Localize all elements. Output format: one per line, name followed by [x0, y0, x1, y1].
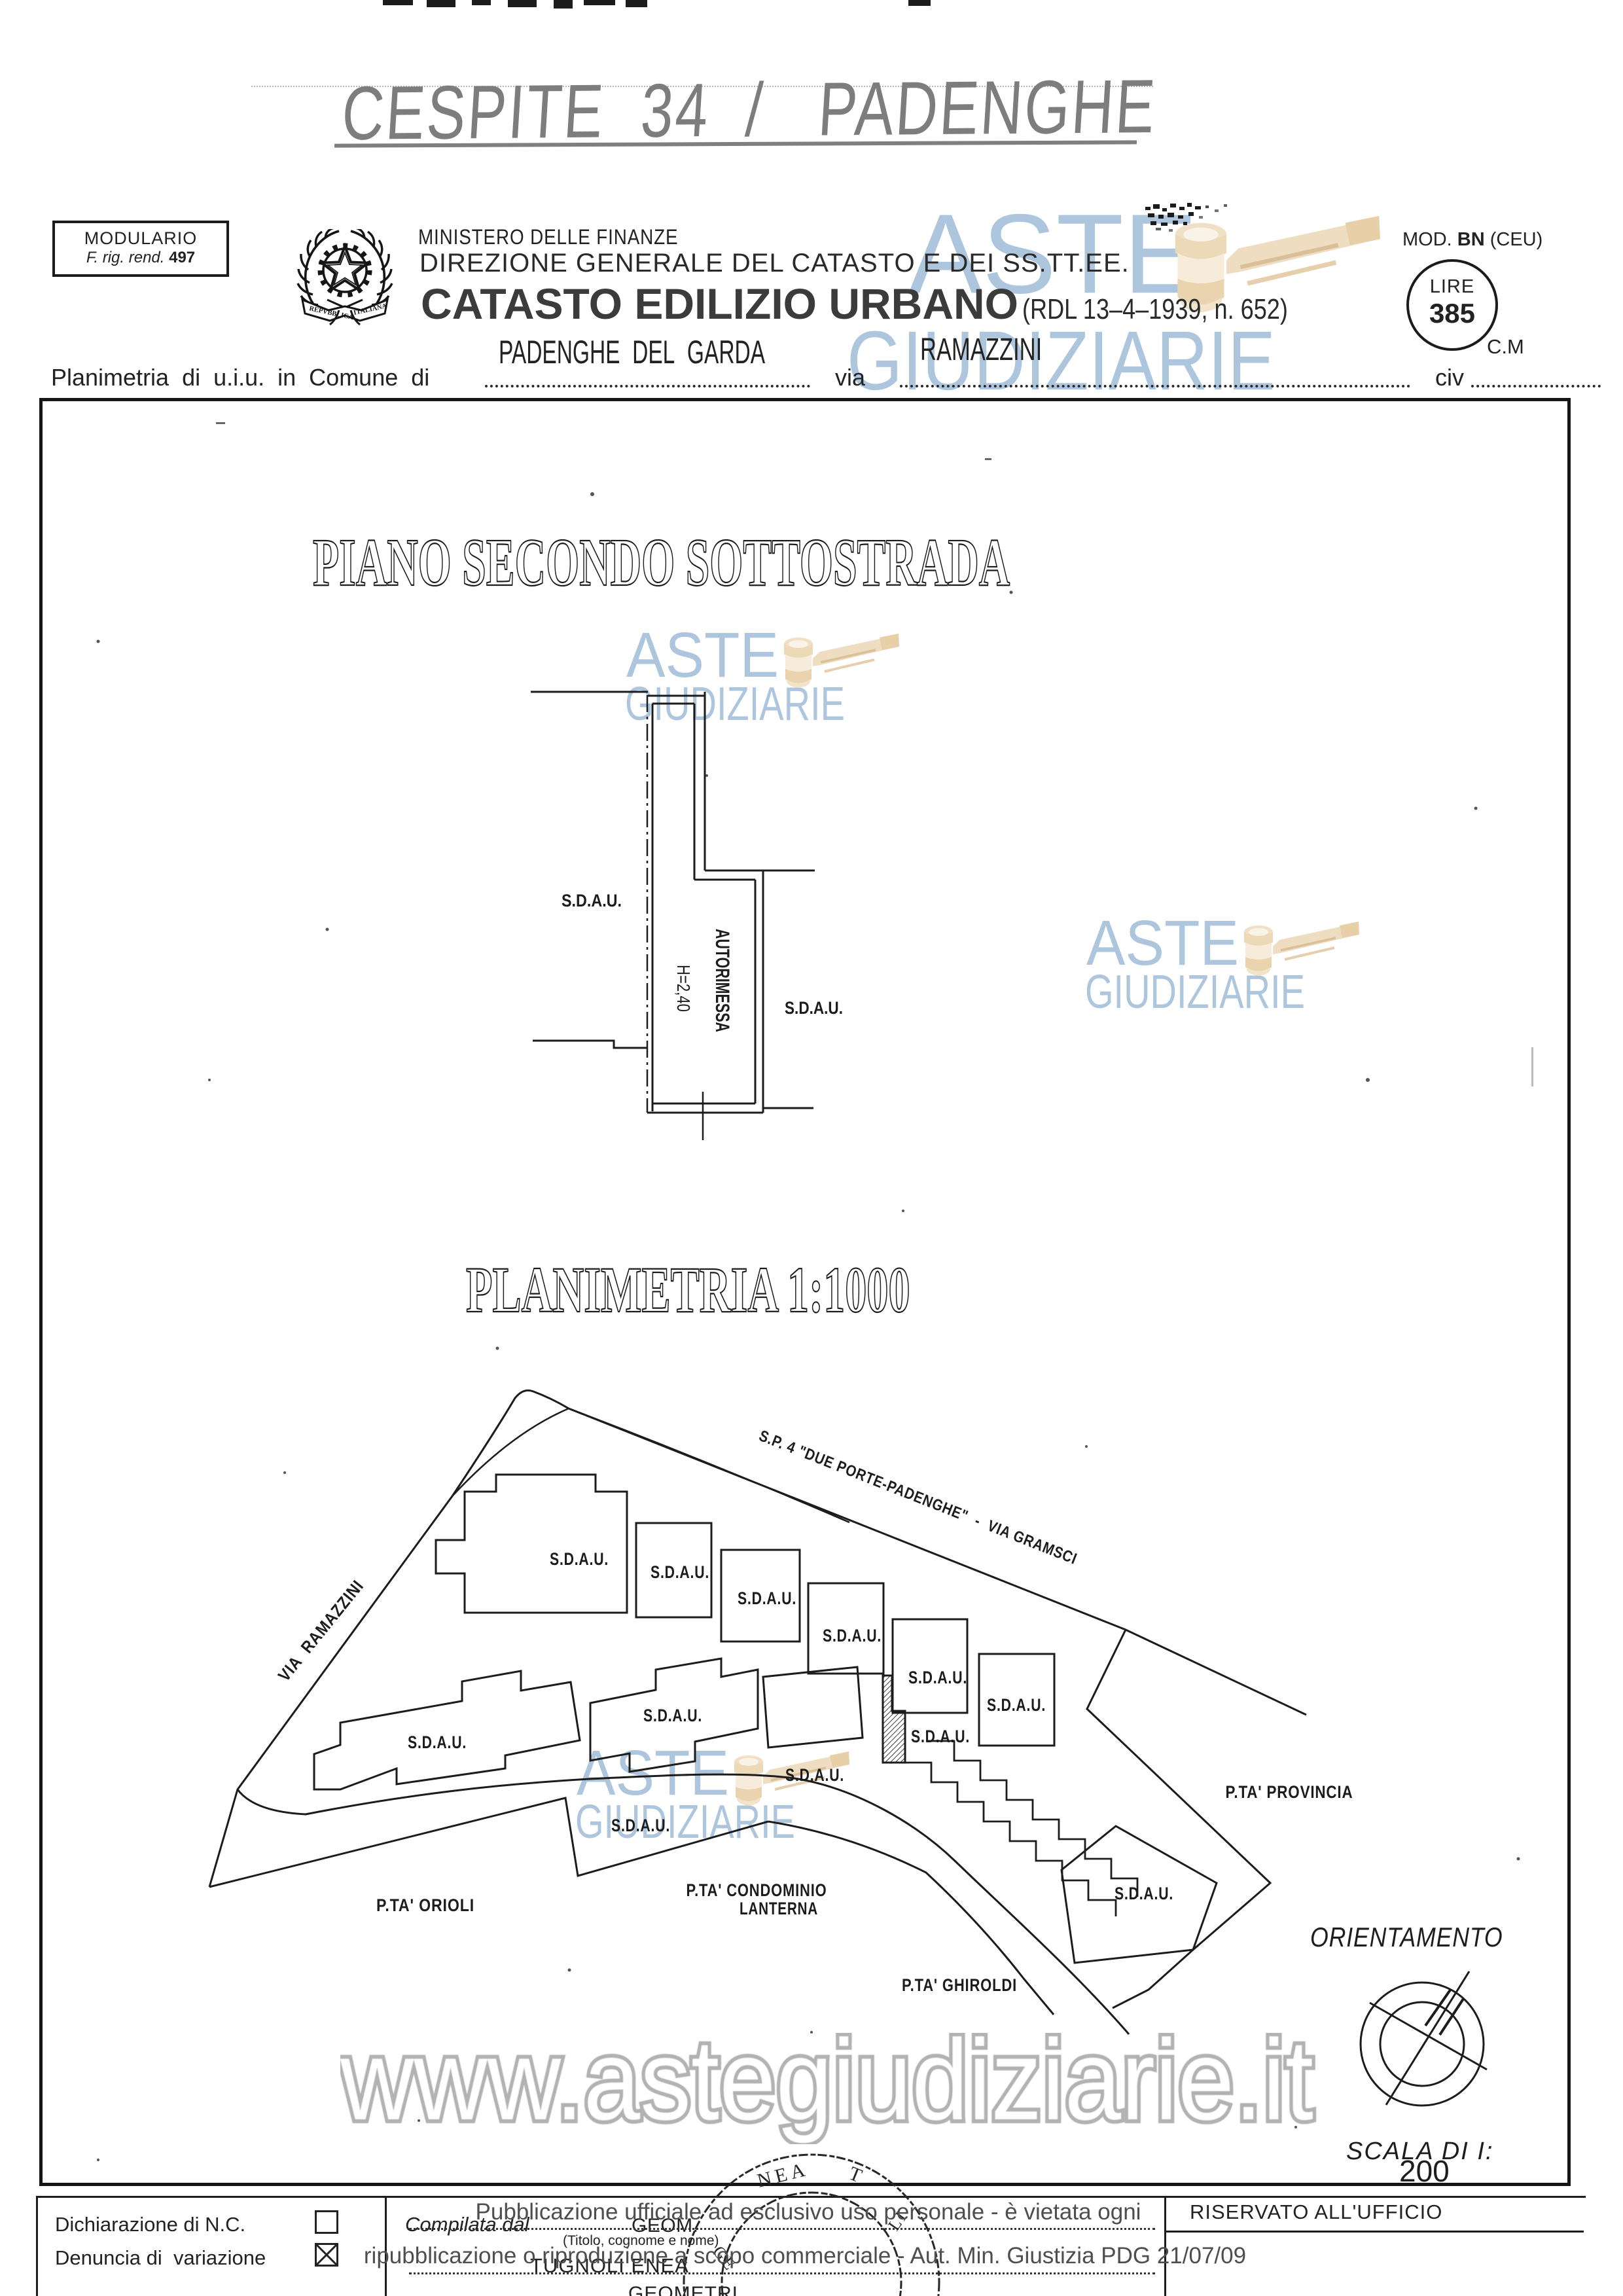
svg-text:S.D.A.U.: S.D.A.U. — [987, 1695, 1046, 1715]
svg-text:H=2,40: H=2,40 — [673, 965, 694, 1012]
svg-text:S.D.A.U.: S.D.A.U. — [562, 891, 622, 910]
svg-text:ASTE: ASTE — [1086, 907, 1239, 978]
svg-text:S.D.A.U.: S.D.A.U. — [908, 1668, 967, 1687]
svg-text:S.D.A.U.: S.D.A.U. — [785, 1765, 844, 1785]
svg-text:S.D.A.U.: S.D.A.U. — [823, 1626, 882, 1645]
svg-text:GIUDIZIARIE: GIUDIZIARIE — [847, 314, 1275, 408]
svg-text:S.D.A.U.: S.D.A.U. — [738, 1588, 796, 1608]
svg-text:ASTE: ASTE — [626, 619, 779, 691]
svg-text:www.astegiudiziarie.it: www.astegiudiziarie.it — [340, 2033, 1313, 2144]
svg-text:GIUDIZIARIE: GIUDIZIARIE — [1085, 966, 1305, 1018]
svg-text:S.D.A.U.: S.D.A.U. — [550, 1549, 609, 1569]
svg-text:P.TA' PROVINCIA: P.TA' PROVINCIA — [1226, 1782, 1353, 1802]
svg-text:P.TA' GHIROLDI: P.TA' GHIROLDI — [902, 1975, 1017, 1995]
svg-text:S.D.A.U.: S.D.A.U. — [651, 1562, 709, 1582]
svg-text:P.TA' ORIOLI: P.TA' ORIOLI — [376, 1895, 474, 1915]
svg-text:LANTERNA: LANTERNA — [740, 1899, 818, 1918]
svg-text:S.D.A.U.: S.D.A.U. — [1115, 1884, 1173, 1903]
svg-text:GIUDIZIARIE: GIUDIZIARIE — [575, 1796, 795, 1848]
svg-text:S.D.A.U.: S.D.A.U. — [785, 998, 843, 1018]
svg-text:ASTE: ASTE — [577, 1737, 729, 1808]
svg-text:T: T — [846, 2162, 868, 2189]
svg-text:S.D.A.U.: S.D.A.U. — [408, 1732, 467, 1752]
svg-text:AUTORIMESSA: AUTORIMESSA — [711, 929, 733, 1032]
svg-text:P.TA' CONDOMINIO: P.TA' CONDOMINIO — [687, 1880, 827, 1900]
svg-text:S.D.A.U.: S.D.A.U. — [643, 1706, 702, 1725]
svg-text:S.D.A.U.: S.D.A.U. — [611, 1816, 670, 1835]
svg-text:S.D.A.U.: S.D.A.U. — [911, 1727, 970, 1746]
svg-text:ASTE: ASTE — [908, 190, 1197, 317]
